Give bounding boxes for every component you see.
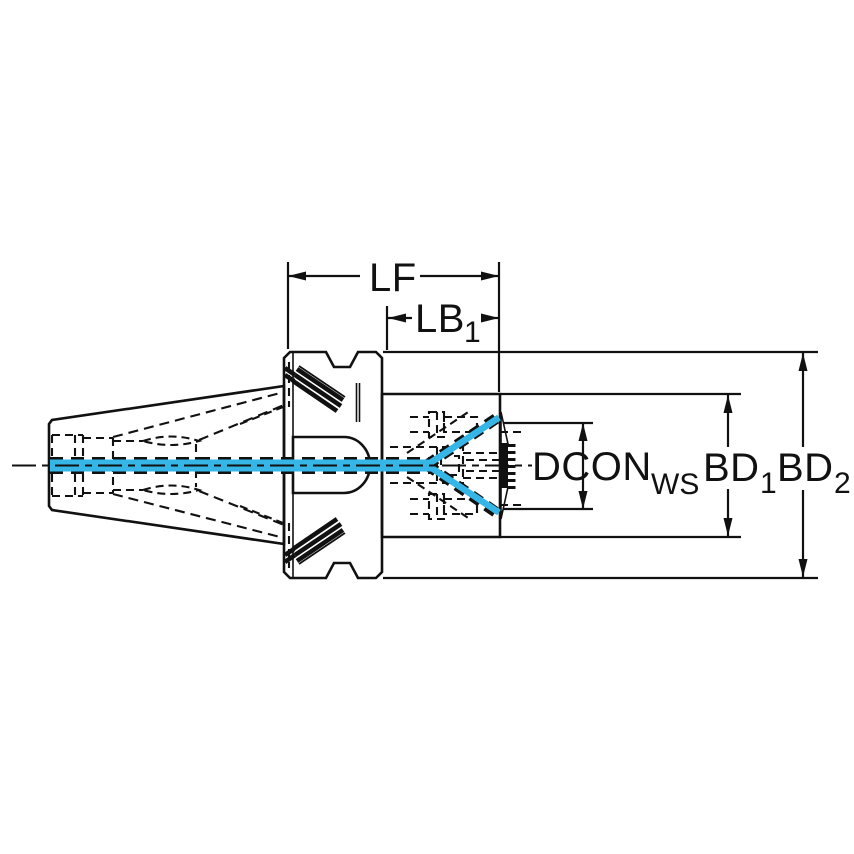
dim-lf: LF <box>288 256 499 300</box>
dim-label-lb1-sub: 1 <box>464 316 481 349</box>
dim-label-dcon-sub: WS <box>651 468 699 501</box>
coolant-branch-upper <box>425 414 501 468</box>
dim-label-bd1: BD <box>703 446 760 490</box>
dim-lb1: LB 1 <box>388 297 499 349</box>
flange <box>282 350 384 580</box>
coolant-branch-lower <box>425 462 501 516</box>
dim-label-bd2-sub: 2 <box>834 467 851 500</box>
drive-slot-hatch-top <box>283 365 346 413</box>
dim-label-lf: LF <box>369 256 417 300</box>
drive-slot-hatch-bottom <box>283 517 346 565</box>
dim-label-lb1: LB <box>415 297 465 341</box>
serration-teeth <box>507 444 516 489</box>
dimensions: LF LB 1 DCON WS BD 1 <box>286 256 851 580</box>
dim-label-bd2: BD <box>777 446 834 490</box>
dim-label-dcon: DCON <box>532 445 652 489</box>
dim-bd2: BD 2 <box>777 353 851 577</box>
dim-label-bd1-sub: 1 <box>760 467 777 500</box>
dim-dcon: DCON WS <box>532 423 699 509</box>
dim-bd1: BD 1 <box>703 395 777 536</box>
